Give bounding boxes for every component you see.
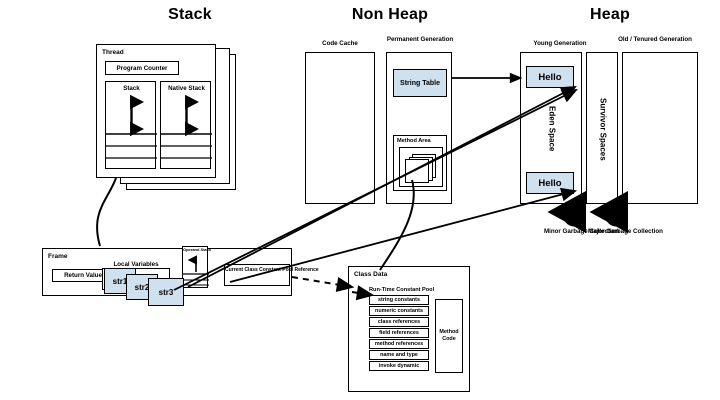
thread-label: Thread	[102, 49, 124, 56]
local-variable-str2-label: str2	[134, 282, 150, 292]
section-title-heap: Heap	[590, 6, 630, 23]
native-stack-double-arrow-icon	[161, 94, 212, 159]
permanent-generation-label: Permanent Generation	[386, 36, 454, 43]
thread-card: Thread Program Counter Stack	[96, 44, 216, 178]
survivor-spaces-box: Survivor Spaces	[586, 52, 618, 204]
method-card-front	[405, 159, 429, 183]
stack-double-arrow-icon	[106, 94, 157, 159]
heap-object-hello-1: Hello	[526, 66, 574, 88]
constant-pool-item: field references	[369, 328, 429, 338]
return-value-label: Return Value	[64, 272, 102, 279]
section-title-non-heap: Non Heap	[351, 6, 429, 23]
local-variables-label: Local Variables	[113, 261, 159, 268]
constant-pool-item: class references	[369, 317, 429, 327]
method-area-box: Method Area	[393, 135, 447, 191]
operand-stack-arrow-icon	[183, 255, 209, 286]
heap-object-label-2: Hello	[538, 177, 562, 189]
string-table-box: String Table	[393, 69, 447, 97]
constant-pool-item-label: field references	[379, 330, 419, 336]
method-area-label: Method Area	[397, 138, 431, 144]
method-area-inner-frame	[399, 147, 443, 187]
constant-pool-item-label: name and type	[380, 352, 418, 358]
string-table-label: String Table	[400, 79, 440, 87]
local-variable-str3: str3	[148, 278, 184, 306]
constant-pool-reference-box: Current Class Constant Pool Reference	[224, 264, 319, 286]
constant-pool-item-label: method references	[374, 341, 424, 347]
class-data-label: Class Data	[354, 271, 388, 278]
permanent-generation-box: String Table Method Area	[386, 52, 452, 204]
method-code-label: Method Code	[439, 328, 459, 342]
native-stack-box-label: Native Stack	[168, 85, 205, 92]
heap-object-label-1: Hello	[538, 71, 562, 83]
connector-thread-stack-to-frame	[96, 177, 117, 247]
heap-object-hello-2: Hello	[526, 172, 574, 194]
constant-pool-item-label: numeric constants	[375, 308, 423, 314]
local-variable-str3-label: str3	[158, 287, 174, 297]
major-gc-label: Major Garbage Collection	[588, 228, 663, 235]
stack-box-label: Stack	[123, 85, 140, 92]
code-cache-box	[305, 52, 375, 204]
old-tenured-generation-label: Old / Tenured Generation	[618, 36, 692, 43]
constant-pool-item: numeric constants	[369, 306, 429, 316]
program-counter-box: Program Counter	[105, 61, 179, 75]
constant-pool-item: string constants	[369, 295, 429, 305]
frame-label: Frame	[48, 253, 68, 260]
old-tenured-generation-box	[622, 52, 698, 204]
constant-pool-item-label: invoke dynamic	[378, 363, 420, 369]
constant-pool-reference-label: Current Class Constant Pool Reference	[225, 267, 319, 273]
constant-pool-item: method references	[369, 339, 429, 349]
arrow-constant-pool-ref-to-class-data	[291, 276, 355, 292]
constant-pool-item: invoke dynamic	[369, 361, 429, 371]
constant-pool-item-label: class references	[377, 319, 421, 325]
constant-pool-item: name and type	[369, 350, 429, 360]
section-title-stack: Stack	[168, 6, 212, 23]
stack-box: Stack	[105, 81, 157, 169]
code-cache-label: Code Cache	[322, 40, 358, 47]
young-generation-label: Young Generation	[533, 40, 587, 47]
constant-pool-item-label: string constants	[378, 297, 420, 303]
runtime-constant-pool-title: Run-Time Constant Pool	[369, 287, 435, 293]
runtime-constant-pool-list: string constants numeric constants class r…	[369, 295, 429, 372]
program-counter-label: Program Counter	[116, 64, 168, 72]
native-stack-box: Native Stack	[160, 81, 212, 169]
survivor-spaces-vertical-label: Survivor Spaces	[598, 97, 608, 161]
operand-stack-box: Operand Stack	[182, 246, 211, 288]
method-code-box: Method Code	[435, 299, 463, 373]
local-variable-str1-label: str1	[112, 276, 128, 286]
class-data-box: Class Data Run-Time Constant Pool string…	[348, 266, 470, 392]
